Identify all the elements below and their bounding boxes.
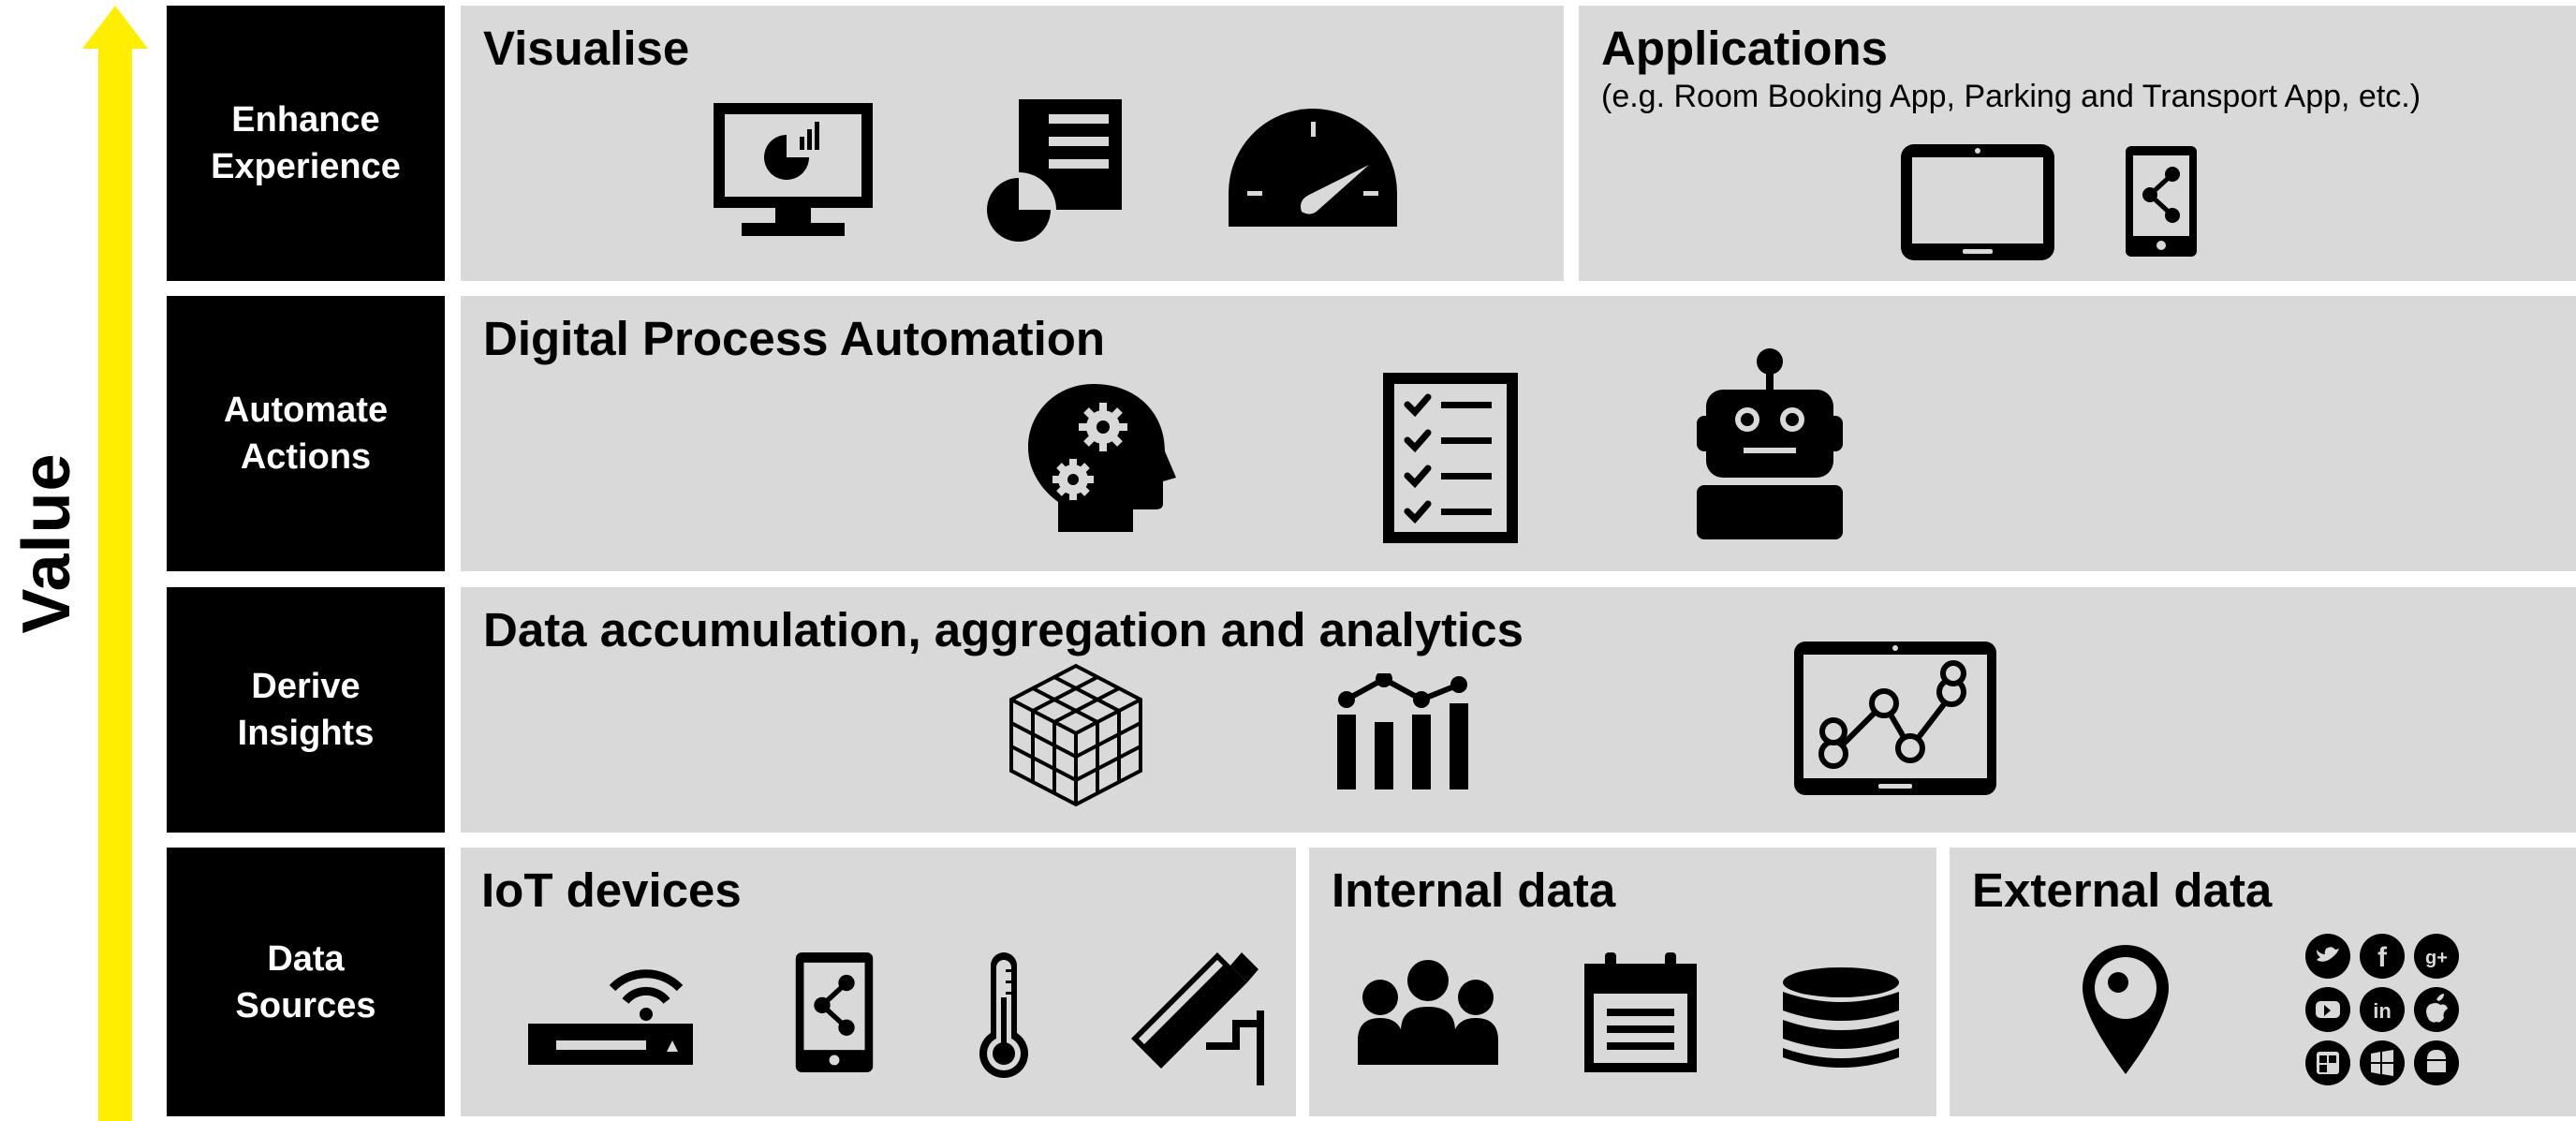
- head-gears-icon: [1028, 384, 1178, 532]
- svg-text:g+: g+: [2425, 948, 2448, 968]
- robot-icon: [1697, 348, 1843, 539]
- panel-title: Digital Process Automation: [483, 312, 1106, 365]
- thermometer-icon: [978, 951, 1030, 1078]
- panel-title: Data accumulation, aggregation and analy…: [483, 603, 1524, 656]
- panel-title: Applications: [1601, 22, 1889, 75]
- calendar-icon: [1584, 952, 1697, 1072]
- panel-visualise: Visualise: [461, 6, 1564, 281]
- checklist-icon: [1383, 373, 1518, 543]
- panel-title: Visualise: [483, 22, 690, 75]
- value-axis-label: Value: [9, 452, 84, 634]
- people-group-icon: [1358, 960, 1498, 1065]
- panel-title: Internal data: [1332, 863, 1616, 917]
- tablet-icon: [1901, 144, 2054, 260]
- panel-internal-data: Internal data: [1309, 848, 1936, 1116]
- panel-data-analytics: Data accumulation, aggregation and analy…: [461, 587, 2576, 833]
- bar-line-chart-icon: [1335, 673, 1472, 789]
- svg-text:f: f: [2377, 942, 2388, 973]
- data-cube-icon: [1008, 662, 1144, 808]
- monitor-chart-icon: [714, 103, 873, 242]
- value-arrow-shaft: [98, 47, 132, 1121]
- wifi-router-icon: [528, 962, 693, 1065]
- panel-subtitle: (e.g. Room Booking App, Parking and Tran…: [1601, 79, 2421, 114]
- tablet-line-chart-icon: [1794, 642, 1996, 795]
- report-pie-icon: [981, 99, 1122, 249]
- speedometer-icon: [1229, 109, 1397, 227]
- svg-text:in: in: [2373, 999, 2392, 1023]
- database-icon: [1783, 967, 1899, 1072]
- cctv-camera-icon: [1131, 945, 1268, 1085]
- panel-title: External data: [1972, 863, 2273, 917]
- panel-external-data: External data f g+ in: [1950, 848, 2576, 1116]
- panel-title: IoT devices: [481, 863, 742, 917]
- panel-digital-process-automation: Digital Process Automation: [461, 296, 2576, 571]
- panel-iot-devices: IoT devices: [461, 848, 1296, 1116]
- map-pin-icon: [2083, 945, 2169, 1074]
- value-arrow-head: [82, 6, 148, 49]
- mobile-share-icon: [794, 952, 875, 1072]
- mobile-share-icon: [2126, 146, 2197, 257]
- panel-applications: Applications (e.g. Room Booking App, Par…: [1579, 6, 2576, 281]
- social-media-icons: f g+ in: [2304, 932, 2461, 1087]
